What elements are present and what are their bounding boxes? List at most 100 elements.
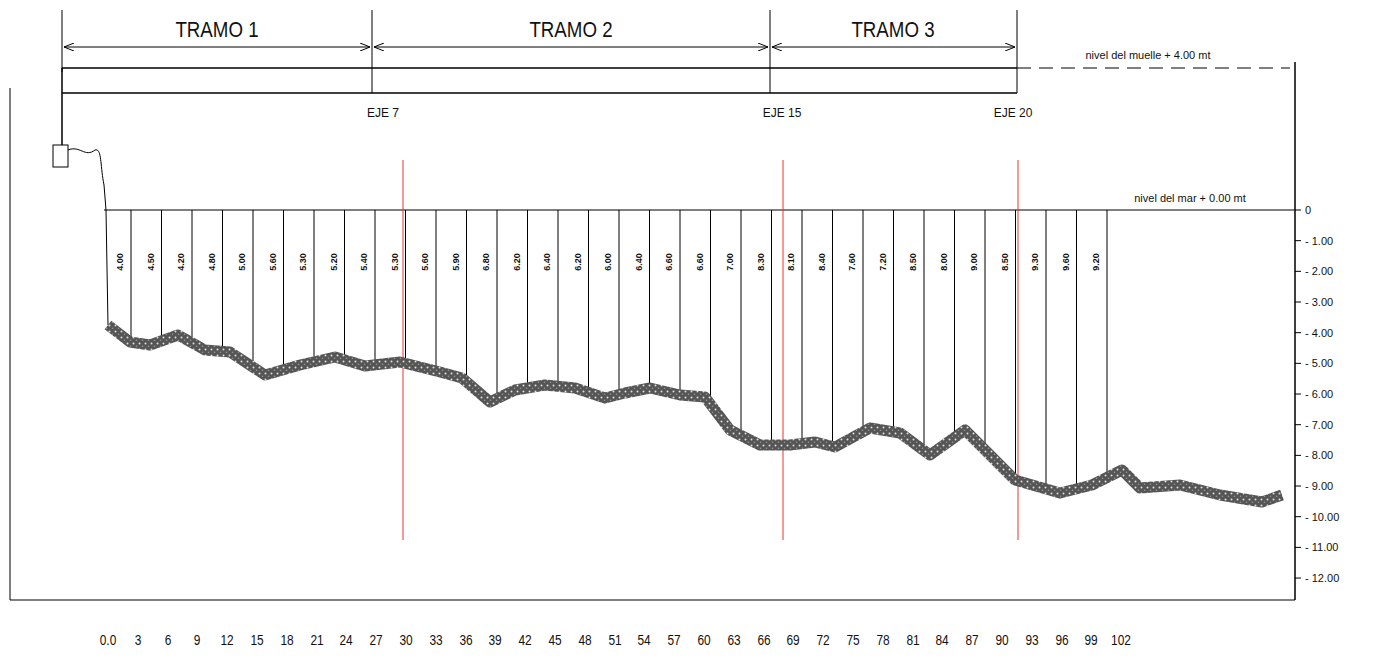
section-title: TRAMO 3 xyxy=(851,19,934,41)
distance-label: 90 xyxy=(995,633,1008,647)
distance-label: 63 xyxy=(727,633,740,647)
sounding-line xyxy=(527,210,528,384)
distance-label: 57 xyxy=(668,633,681,647)
distance-label: 21 xyxy=(310,633,323,647)
depth-value: 8.30 xyxy=(756,253,765,271)
depth-value: 7.60 xyxy=(848,253,857,271)
sounding-line xyxy=(131,210,132,338)
distance-label: 0.0 xyxy=(100,633,117,647)
depth-value: 5.60 xyxy=(421,253,430,271)
pier-deck xyxy=(62,68,1017,145)
sounding-line xyxy=(802,210,803,440)
distance-label: 36 xyxy=(459,633,472,647)
sounding-line xyxy=(314,210,315,358)
distance-label: 30 xyxy=(399,633,412,647)
axis-tick xyxy=(1295,363,1301,364)
axis-tick xyxy=(1295,332,1301,333)
depth-value: 6.20 xyxy=(573,253,582,271)
dimension-line xyxy=(374,47,768,48)
axis-line xyxy=(783,160,784,540)
depth-value: 8.50 xyxy=(1000,253,1009,271)
sounding-line xyxy=(832,210,833,442)
sounding-line xyxy=(1046,210,1047,485)
depth-value: 8.50 xyxy=(909,253,918,271)
distance-label: 78 xyxy=(876,633,889,647)
depth-axis-label: - 5.00 xyxy=(1305,358,1333,369)
axis-tick xyxy=(1295,302,1301,303)
distance-label: 81 xyxy=(906,633,919,647)
axis-tick xyxy=(1295,394,1301,395)
dimension-ticks xyxy=(62,10,1017,93)
depth-axis-label: - 11.00 xyxy=(1305,542,1338,553)
distance-label: 6 xyxy=(164,633,171,647)
depth-axis-label: - 8.00 xyxy=(1305,450,1333,461)
axis-tick xyxy=(1295,424,1301,425)
depth-value: 4.20 xyxy=(177,253,186,271)
axis-label: EJE 20 xyxy=(994,107,1033,119)
axis-tick xyxy=(1295,578,1301,579)
distance-label: 45 xyxy=(548,633,561,647)
sounding-line xyxy=(375,210,376,361)
distance-label: 93 xyxy=(1025,633,1038,647)
axis-tick xyxy=(1295,486,1301,487)
depth-value: 5.00 xyxy=(238,253,247,271)
depth-value: 4.80 xyxy=(207,253,216,271)
distance-label: 9 xyxy=(194,633,201,647)
distance-label: 87 xyxy=(966,633,979,647)
frame xyxy=(10,62,1295,600)
distance-label: 99 xyxy=(1085,633,1098,647)
depth-axis-label: 0 xyxy=(1305,205,1311,216)
sounding-line xyxy=(161,210,162,337)
axis-line xyxy=(403,160,404,540)
depth-value: 7.00 xyxy=(726,253,735,271)
depth-value: 6.60 xyxy=(665,253,674,271)
distance-label: 3 xyxy=(134,633,141,647)
depth-value: 6.20 xyxy=(512,253,521,271)
pier-level-line xyxy=(1017,68,1290,69)
depth-value: 4.50 xyxy=(146,253,155,271)
level-note: nivel del mar + 0.00 mt xyxy=(1134,193,1246,204)
section-title: TRAMO 2 xyxy=(529,19,612,41)
depth-value: 5.30 xyxy=(390,253,399,271)
depth-axis-label: - 4.00 xyxy=(1305,327,1333,338)
depth-value: 5.20 xyxy=(329,253,338,271)
depth-value: 5.30 xyxy=(299,253,308,271)
distance-label: 12 xyxy=(221,633,234,647)
axis-tick xyxy=(1295,210,1301,211)
distance-label: 75 xyxy=(846,633,859,647)
sounding-line xyxy=(710,210,711,400)
axis-tick xyxy=(1295,271,1301,272)
depth-axis-label: - 1.00 xyxy=(1305,235,1333,246)
axis-tick xyxy=(1295,516,1301,517)
sounding-line xyxy=(1015,210,1016,476)
sounding-line xyxy=(344,210,345,356)
distance-label: 102 xyxy=(1111,633,1131,647)
axis-tick xyxy=(1295,240,1301,241)
sounding-line xyxy=(1076,210,1077,485)
sounding-line xyxy=(741,210,742,432)
distance-label: 27 xyxy=(370,633,383,647)
depth-value: 8.10 xyxy=(787,253,796,271)
depth-value: 9.00 xyxy=(970,253,979,271)
distance-label: 51 xyxy=(608,633,621,647)
dimension-line xyxy=(772,47,1015,48)
distance-label: 66 xyxy=(757,633,770,647)
distance-label: 42 xyxy=(519,633,532,647)
depth-value: 9.60 xyxy=(1061,253,1070,271)
sounding-line xyxy=(405,210,406,359)
sounding-line xyxy=(771,210,772,441)
depth-axis-label: - 6.00 xyxy=(1305,389,1333,400)
seabed xyxy=(108,325,1282,502)
distance-label: 48 xyxy=(578,633,591,647)
sounding-line xyxy=(863,210,864,428)
depth-value: 6.80 xyxy=(482,253,491,271)
axis-tick xyxy=(1295,547,1301,548)
distance-label: 39 xyxy=(489,633,502,647)
depth-value: 8.00 xyxy=(939,253,948,271)
shore-line xyxy=(68,149,108,325)
sounding-line xyxy=(588,210,589,389)
depth-value: 8.40 xyxy=(817,253,826,271)
sounding-line xyxy=(954,210,955,434)
sounding-line xyxy=(619,210,620,391)
